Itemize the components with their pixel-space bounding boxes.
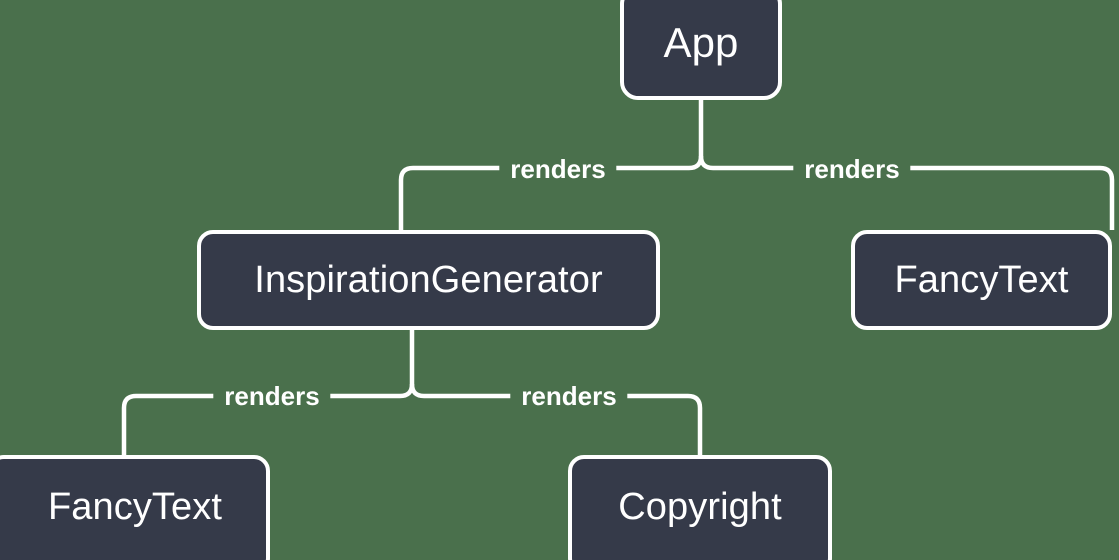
node-copyright-label: Copyright: [618, 485, 782, 528]
node-fancytext-right-label: FancyText: [894, 259, 1069, 301]
node-app-label: App: [663, 19, 739, 66]
node-copyright[interactable]: Copyright: [568, 455, 832, 560]
edge-label-inspiration-generator-to-copyright: renders: [510, 383, 628, 409]
node-fancytext-bottom[interactable]: FancyText: [0, 455, 270, 560]
edge-label-inspiration-generator-to-fancytext: renders: [213, 383, 331, 409]
node-fancytext-bottom-label: FancyText: [47, 485, 223, 528]
edge-label-app-to-fancytext: renders: [793, 156, 911, 182]
node-app[interactable]: App: [620, 0, 782, 100]
node-fancytext-right[interactable]: FancyText: [851, 230, 1112, 330]
node-inspiration-generator-label: InspirationGenerator: [254, 259, 603, 301]
node-inspiration-generator[interactable]: InspirationGenerator: [197, 230, 660, 330]
edge-label-app-to-inspiration-generator: renders: [499, 156, 617, 182]
